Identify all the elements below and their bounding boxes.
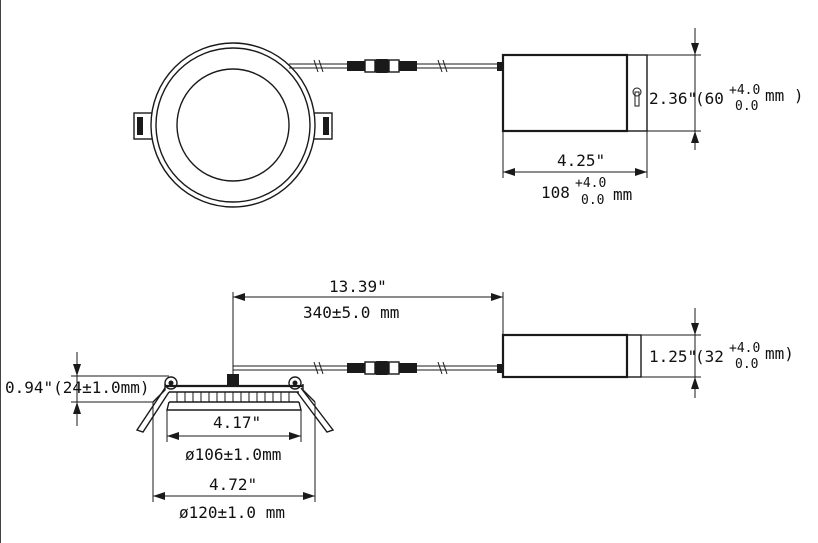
- outer-diameter-inch: 4.72": [209, 475, 257, 494]
- driver-top-height-tol-plus: +4.0: [729, 83, 760, 98]
- driver-side-height-tol-minus: 0.0: [735, 357, 758, 372]
- driver-top-height-tol-minus: 0.0: [735, 99, 758, 114]
- cable-length-mm: 340±5.0 mm: [303, 303, 399, 322]
- driver-side-height-tol-plus: +4.0: [729, 341, 760, 356]
- driver-top-length-tol-plus: +4.0: [575, 176, 606, 191]
- driver-top-length-mm: 108: [541, 183, 570, 202]
- driver-top-length-unit: mm: [613, 185, 632, 204]
- dim-cable-length: [232, 292, 504, 366]
- top-view: [133, 28, 701, 208]
- fixture-side-profile: [152, 374, 316, 411]
- right-spring: [288, 376, 335, 433]
- cutout-diameter-mm: ø106±1.0mm: [185, 445, 281, 464]
- outer-diameter-mm: ø120±1.0 mm: [179, 503, 285, 522]
- driver-top-height-unit: mm ): [765, 86, 804, 105]
- driver-box-top: [501, 53, 648, 133]
- driver-top-length-tol-minus: 0.0: [581, 193, 604, 208]
- cable-length-inch: 13.39": [329, 277, 387, 296]
- dim-fixture-height: [71, 352, 169, 426]
- driver-top-length-inch: 4.25": [557, 151, 605, 170]
- top-cable: [289, 59, 503, 73]
- dim-outer-diameter: [152, 402, 316, 502]
- cutout-diameter-inch: 4.17": [213, 413, 261, 432]
- dim-driver-top-height: [647, 28, 701, 150]
- driver-box-side: [501, 333, 642, 379]
- dim-driver-side-height: [641, 308, 701, 398]
- dim-cutout-diameter: [166, 410, 302, 442]
- driver-side-height-inch: 1.25": [649, 347, 697, 366]
- fixture-height-label: 0.94"(24±1.0mm): [5, 378, 150, 397]
- left-spring: [135, 376, 178, 433]
- side-view: [71, 292, 701, 502]
- driver-side-height-mm: (32: [695, 347, 724, 366]
- dim-driver-top-length: [502, 131, 648, 178]
- side-cable: [232, 361, 503, 375]
- driver-side-height-unit: mm): [765, 344, 794, 363]
- fixture-lens: [176, 68, 290, 182]
- driver-top-height-inch: 2.36": [649, 89, 697, 108]
- driver-top-height-mm: (60: [695, 89, 724, 108]
